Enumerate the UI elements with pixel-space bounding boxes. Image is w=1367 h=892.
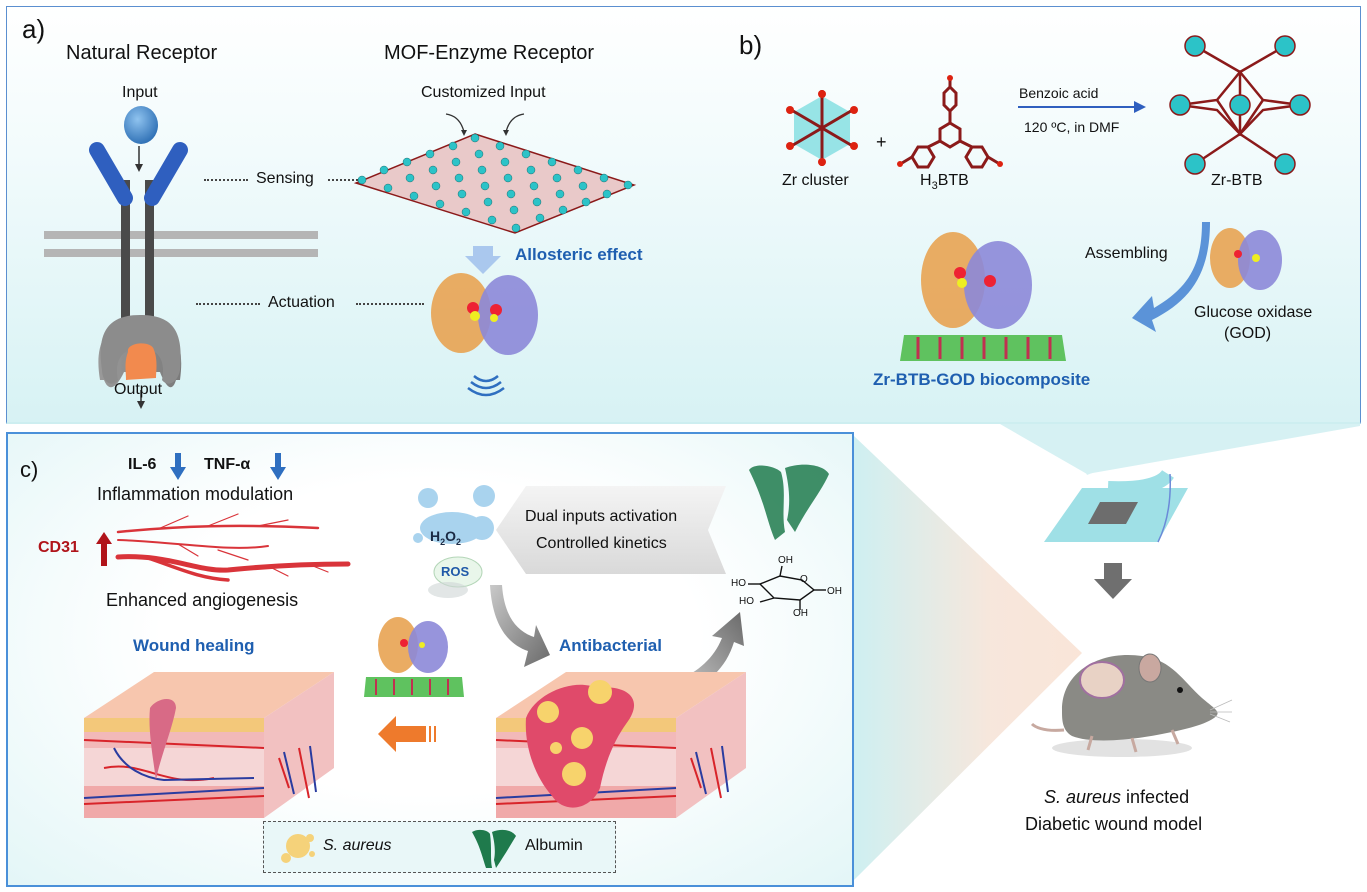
natural-receptor-diagram — [44, 106, 318, 409]
mof-enzyme-receptor-title: MOF-Enzyme Receptor — [384, 42, 595, 64]
legend-box — [263, 821, 616, 873]
glucose-ho-bottom-left: HO — [739, 596, 754, 607]
il6-down-arrow-icon — [170, 453, 186, 480]
zr-btb-god-biocomposite-illustration — [900, 232, 1066, 361]
enhanced-angiogenesis-label: Enhanced angiogenesis — [106, 590, 299, 610]
sensing-dots-right — [328, 179, 366, 181]
ros-label: ROS — [441, 564, 470, 579]
sensing-dots-left — [204, 179, 248, 181]
albumin-protein-illustration — [749, 464, 829, 540]
il6-label: IL-6 — [128, 456, 157, 473]
zr-cluster-label: Zr cluster — [782, 172, 849, 189]
healed-skin-block-illustration — [83, 672, 334, 818]
glucose-oxidase-label: Glucose oxidase — [1194, 304, 1313, 321]
god-enzyme-illustration-a — [431, 273, 538, 355]
blood-vessels-illustration — [115, 513, 351, 582]
tnf-alpha-label: TNF-α — [204, 456, 251, 473]
svg-text:O: O — [800, 574, 808, 585]
natural-receptor-title: Natural Receptor — [66, 42, 218, 64]
customized-input-label: Customized Input — [421, 84, 546, 101]
controlled-kinetics-label: Controlled kinetics — [536, 535, 667, 552]
panel-a-label: a) — [22, 14, 46, 44]
biocomposite-small-illustration — [364, 617, 464, 697]
biocomposite-label: Zr-BTB-GOD biocomposite — [873, 370, 1091, 389]
panel-c-label: c) — [20, 457, 39, 482]
actuation-dots-right — [356, 303, 424, 305]
allosteric-down-arrow-icon — [465, 246, 501, 274]
mouse-model-line1: S. aureus infected — [1044, 787, 1190, 807]
tnf-down-arrow-icon — [270, 453, 286, 480]
wound-dressing-patch-illustration — [1044, 469, 1188, 543]
input-ligand-ball — [124, 106, 158, 144]
customized-input-arrows — [445, 113, 525, 136]
inflammation-modulation-label: Inflammation modulation — [97, 484, 294, 504]
cd31-label: CD31 — [38, 539, 79, 556]
signal-wave-icon — [467, 375, 505, 397]
antibacterial-label: Antibacterial — [559, 636, 662, 655]
ros-droplet-illustration — [428, 556, 483, 598]
god-abbrev-label: (GOD) — [1224, 325, 1272, 342]
cd31-up-arrow-icon — [96, 532, 112, 566]
zr-btb-framework-illustration — [1169, 35, 1311, 175]
output-label: Output — [114, 381, 163, 398]
panel-b-label: b) — [739, 30, 763, 60]
orange-left-arrow-icon — [378, 716, 436, 752]
glucose-oh-right: OH — [827, 586, 842, 597]
conditions-label: 120 ºC, in DMF — [1024, 119, 1120, 135]
actuation-label: Actuation — [268, 294, 335, 311]
actuation-dots-left — [196, 303, 260, 305]
glucose-oxidase-illustration — [1210, 228, 1282, 290]
glucose-ho-left: HO — [731, 578, 746, 589]
zr-cluster-illustration — [786, 90, 858, 166]
s-aureus-legend-label: S. aureus — [323, 837, 392, 854]
h2o2-bubbles-illustration — [413, 485, 495, 544]
plus-sign: + — [876, 132, 887, 152]
zr-btb-label: Zr-BTB — [1211, 172, 1263, 189]
glucose-oh-top: OH — [778, 555, 793, 566]
wound-healing-label: Wound healing — [133, 636, 255, 655]
reaction-arrow-icon — [1018, 101, 1146, 113]
s-aureus-legend-icon — [281, 834, 315, 863]
mouse-model-line2: Diabetic wound model — [1025, 814, 1203, 834]
h3btb-label: H3BTB — [920, 172, 969, 193]
h3btb-molecule-illustration — [897, 75, 1003, 169]
panel-ab-background — [6, 6, 1361, 424]
albumin-legend-label: Albumin — [525, 837, 583, 854]
input-label: Input — [122, 84, 158, 101]
infected-skin-block-illustration — [495, 672, 746, 818]
allosteric-effect-label: Allosteric effect — [515, 245, 643, 264]
glucose-molecule-illustration: O — [748, 565, 826, 610]
down-arrow-gray-icon — [1094, 563, 1132, 599]
diabetic-mouse-illustration — [1030, 653, 1233, 757]
reagent-label: Benzoic acid — [1019, 85, 1099, 101]
mof-sheet-illustration — [353, 133, 637, 234]
dual-inputs-chevron-arrow — [496, 486, 726, 574]
sensing-label: Sensing — [256, 170, 314, 187]
albumin-legend-icon — [472, 829, 516, 868]
curved-gray-arrow-down — [490, 585, 550, 667]
h2o2-label: H2O2 — [430, 528, 462, 547]
dual-inputs-label: Dual inputs activation — [525, 508, 678, 525]
assembling-label: Assembling — [1085, 245, 1168, 262]
glucose-oh-bottom: OH — [793, 608, 808, 619]
assembling-curved-arrow-icon — [1132, 222, 1210, 332]
